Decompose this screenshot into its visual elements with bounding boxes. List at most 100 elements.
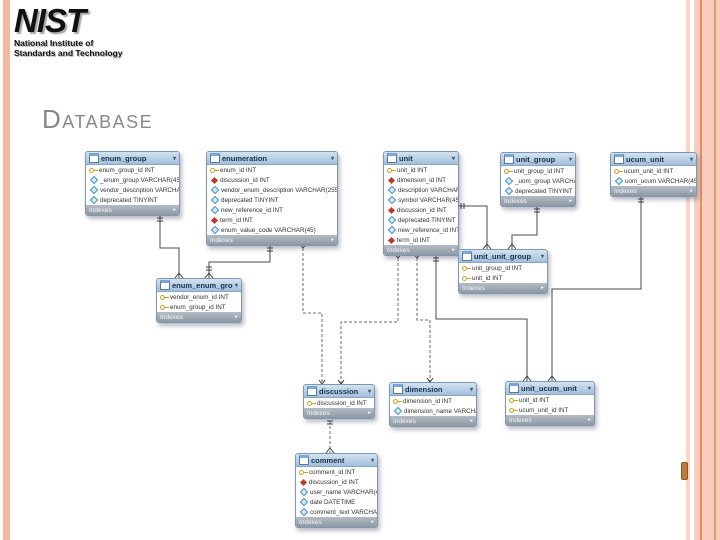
table-column: discussion_id INT xyxy=(296,477,377,487)
indexes-bar: Indexes▸ xyxy=(459,283,547,293)
cardinality-mark xyxy=(482,243,492,250)
column-definition: term_id INT xyxy=(397,236,430,244)
indexes-bar: Indexes▸ xyxy=(384,245,458,255)
table-icon xyxy=(89,153,99,163)
column-definition: description VARCHAR(200) xyxy=(398,186,458,194)
indexes-bar: Indexes▸ xyxy=(501,196,575,206)
table-column: _enum_group VARCHAR(45) xyxy=(86,175,179,185)
primary-key-icon xyxy=(462,264,471,272)
relationship-unit-to-dimension xyxy=(416,253,431,382)
column-definition: vendor_enum_description VARCHAR(255) xyxy=(221,186,337,194)
table-column: date DATETIME xyxy=(296,497,377,507)
table-column: deprecated TINYINT xyxy=(501,186,575,196)
column-definition: user_name VARCHAR(45) xyxy=(310,488,377,496)
table-column: enum_id INT xyxy=(207,165,337,175)
collapse-caret-icon: ▾ xyxy=(330,155,334,162)
foreign-key-icon xyxy=(387,236,396,244)
column-definition: _enum_group VARCHAR(45) xyxy=(100,176,179,184)
table-name: enum_enum_group xyxy=(172,280,233,290)
column-icon xyxy=(387,195,397,205)
primary-key-icon xyxy=(307,399,316,407)
expand-caret-icon: ▸ xyxy=(368,410,371,416)
side-handle-decoration xyxy=(681,462,688,480)
column-icon xyxy=(299,507,309,517)
table-name: enumeration xyxy=(222,153,268,163)
table-column: enum_value_code VARCHAR(45) xyxy=(207,225,337,235)
column-definition: enum_group_id INT xyxy=(170,303,226,311)
relationship-enumeration-to-enum_enum_group xyxy=(208,243,271,278)
table-name: unit_ucum_unit xyxy=(521,383,577,393)
table-column: unit_group_id INT xyxy=(459,263,547,273)
column-icon xyxy=(210,225,220,235)
table-column: comment_text VARCHAR(300) xyxy=(296,507,377,517)
table-column: dimension_id INT xyxy=(390,396,476,406)
column-definition: new_reference_id INT xyxy=(221,206,283,214)
column-icon xyxy=(387,225,397,235)
table-column: enum_group_id INT xyxy=(86,165,179,175)
table-name: unit xyxy=(399,153,413,163)
column-definition: deprecated TINYINT xyxy=(398,216,456,224)
column-definition: comment_id INT xyxy=(309,468,356,476)
expand-caret-icon: ▸ xyxy=(173,207,176,213)
table-column: term_id INT xyxy=(384,235,458,245)
column-definition: ucum_unit_id INT xyxy=(519,406,569,414)
collapse-caret-icon: ▾ xyxy=(234,282,238,289)
table-name: comment xyxy=(311,455,345,465)
collapse-caret-icon: ▾ xyxy=(568,156,572,163)
expand-caret-icon: ▸ xyxy=(235,314,238,320)
foreign-key-icon xyxy=(387,176,396,184)
indexes-bar: Indexes▸ xyxy=(611,186,696,196)
column-definition: unit_id INT xyxy=(472,274,503,282)
table-column: term_id INT xyxy=(207,215,337,225)
cardinality-mark xyxy=(547,375,557,382)
primary-key-icon xyxy=(160,303,169,311)
column-icon xyxy=(614,176,624,186)
indexes-label: Indexes xyxy=(393,417,416,425)
indexes-bar: Indexes▸ xyxy=(157,312,241,322)
table-column: discussion_id INT xyxy=(207,175,337,185)
db-table-unit_group: unit_group▾unit_group_id INT_uom_group V… xyxy=(500,152,576,207)
table-column: ucum_unit_id INT xyxy=(611,166,696,176)
column-definition: deprecated TINYINT xyxy=(515,187,573,195)
table-column: dimension_name VARCHAR(200) xyxy=(390,406,476,416)
column-definition: discussion_id INT xyxy=(309,478,359,486)
table-column: vendor_description VARCHAR(45) xyxy=(86,185,179,195)
column-icon xyxy=(89,195,99,205)
column-definition: dimension_id INT xyxy=(403,397,452,405)
table-column: comment_id INT xyxy=(296,467,377,477)
primary-key-icon xyxy=(160,293,169,301)
table-header: ucum_unit▾ xyxy=(611,153,696,166)
column-definition: uom_ucum VARCHAR(45) xyxy=(625,177,696,185)
primary-key-icon xyxy=(462,274,471,282)
collapse-caret-icon: ▾ xyxy=(451,155,455,162)
db-table-enum_group: enum_group▾enum_group_id INT_enum_group … xyxy=(85,151,180,216)
column-definition: enum_id INT xyxy=(220,166,257,174)
table-icon xyxy=(210,153,220,163)
expand-caret-icon: ▸ xyxy=(569,198,572,204)
table-column: enum_group_id INT xyxy=(157,302,241,312)
relationship-ucum_unit-to-unit_ucum_unit xyxy=(551,194,642,381)
column-icon xyxy=(210,195,220,205)
table-column: user_name VARCHAR(45) xyxy=(296,487,377,497)
indexes-bar: Indexes▸ xyxy=(207,235,337,245)
table-name: unit_group xyxy=(516,154,556,164)
indexes-label: Indexes xyxy=(307,409,330,417)
indexes-bar: Indexes▸ xyxy=(390,416,476,426)
relationship-unit-to-unit_ucum_unit xyxy=(435,253,528,381)
table-column: discussion_id INT xyxy=(304,398,374,408)
table-header: unit_ucum_unit▾ xyxy=(506,382,594,395)
primary-key-icon xyxy=(509,396,518,404)
expand-caret-icon: ▸ xyxy=(541,285,544,291)
foreign-key-icon xyxy=(210,176,219,184)
column-icon xyxy=(504,176,514,186)
indexes-bar: Indexes▸ xyxy=(506,415,594,425)
primary-key-icon xyxy=(614,167,623,175)
table-column: unit_id INT xyxy=(459,273,547,283)
relationship-unit-to-unit_unit_group xyxy=(457,205,488,249)
column-definition: term_id INT xyxy=(220,216,253,224)
